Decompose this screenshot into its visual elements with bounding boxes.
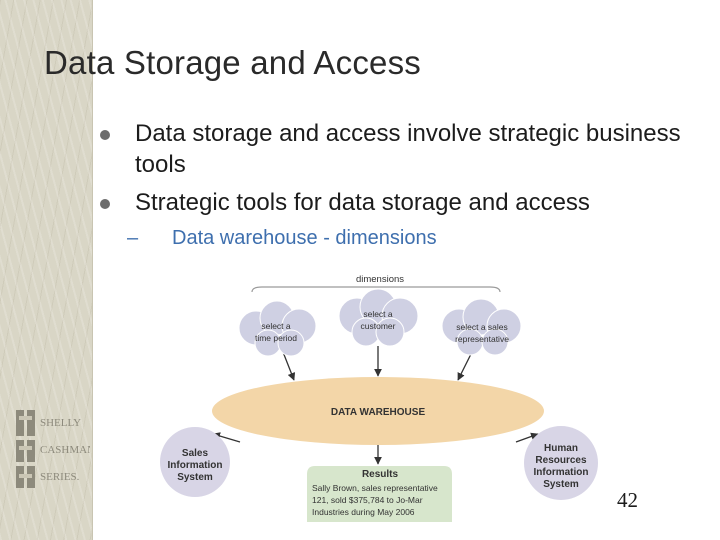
results-line: 121, sold $375,784 to Jo-Mar bbox=[312, 495, 423, 505]
data-warehouse-label: DATA WAREHOUSE bbox=[331, 407, 426, 418]
hr-information-system: Human Resources Information System bbox=[524, 426, 598, 500]
cloud-line: select a bbox=[261, 321, 291, 331]
logo-text-line: SERIES. bbox=[40, 471, 80, 483]
bullet-list: Data storage and access involve strategi… bbox=[100, 118, 715, 251]
system-line: System bbox=[177, 472, 213, 483]
left-decorative-band bbox=[0, 0, 93, 540]
system-line: System bbox=[543, 479, 579, 490]
bullet-dot-icon bbox=[100, 130, 110, 140]
shelly-cashman-series-logo: SHELLY CASHMAN SERIES. bbox=[16, 410, 90, 488]
dimensions-label: dimensions bbox=[356, 274, 404, 285]
system-line: Information bbox=[534, 467, 589, 478]
system-line: Information bbox=[168, 460, 223, 471]
sub-bullet-item: – Data warehouse - dimensions bbox=[127, 225, 715, 251]
cloud-time-period: select a time period bbox=[238, 300, 317, 357]
results-title: Results bbox=[362, 469, 399, 480]
arrow-time-to-warehouse bbox=[282, 351, 296, 381]
system-line: Resources bbox=[535, 455, 587, 466]
bullet-item: Strategic tools for data storage and acc… bbox=[100, 187, 715, 218]
cloud-line: representative bbox=[455, 334, 509, 344]
dash-icon: – bbox=[127, 227, 139, 249]
system-line: Human bbox=[544, 443, 578, 454]
dimensions-bracket: dimensions bbox=[251, 274, 501, 293]
slide-title: Data Storage and Access bbox=[44, 44, 421, 81]
data-warehouse-ellipse: DATA WAREHOUSE bbox=[212, 377, 544, 445]
cloud-line: select a bbox=[363, 309, 393, 319]
bullet-text: Strategic tools for data storage and acc… bbox=[135, 189, 590, 216]
results-line: Sally Brown, sales representative bbox=[312, 483, 438, 493]
system-line: Sales bbox=[182, 448, 209, 459]
bullet-dot-icon bbox=[100, 199, 110, 209]
page-number: 42 bbox=[617, 488, 638, 512]
cloud-sales-representative: select a sales representative bbox=[441, 298, 522, 356]
arrow-rep-to-warehouse bbox=[457, 351, 473, 381]
results-box: Results Sally Brown, sales representativ… bbox=[307, 466, 452, 522]
sub-bullet-text: Data warehouse - dimensions bbox=[172, 227, 437, 249]
logo-text-line: SHELLY bbox=[40, 417, 81, 429]
cloud-line: select a sales bbox=[456, 322, 508, 332]
arrow-warehouse-to-sales bbox=[212, 432, 241, 443]
cloud-line: customer bbox=[361, 321, 396, 331]
bullet-text: Data storage and access involve strategi… bbox=[135, 120, 681, 178]
logo-text-line: CASHMAN bbox=[40, 444, 90, 456]
results-line: Industries during May 2006 bbox=[312, 507, 415, 517]
cloud-customer: select a customer bbox=[338, 288, 419, 347]
sales-information-system: Sales Information System bbox=[160, 427, 230, 497]
bullet-item: Data storage and access involve strategi… bbox=[100, 118, 715, 180]
cloud-line: time period bbox=[255, 333, 297, 343]
arrow-warehouse-to-hr bbox=[515, 432, 539, 443]
